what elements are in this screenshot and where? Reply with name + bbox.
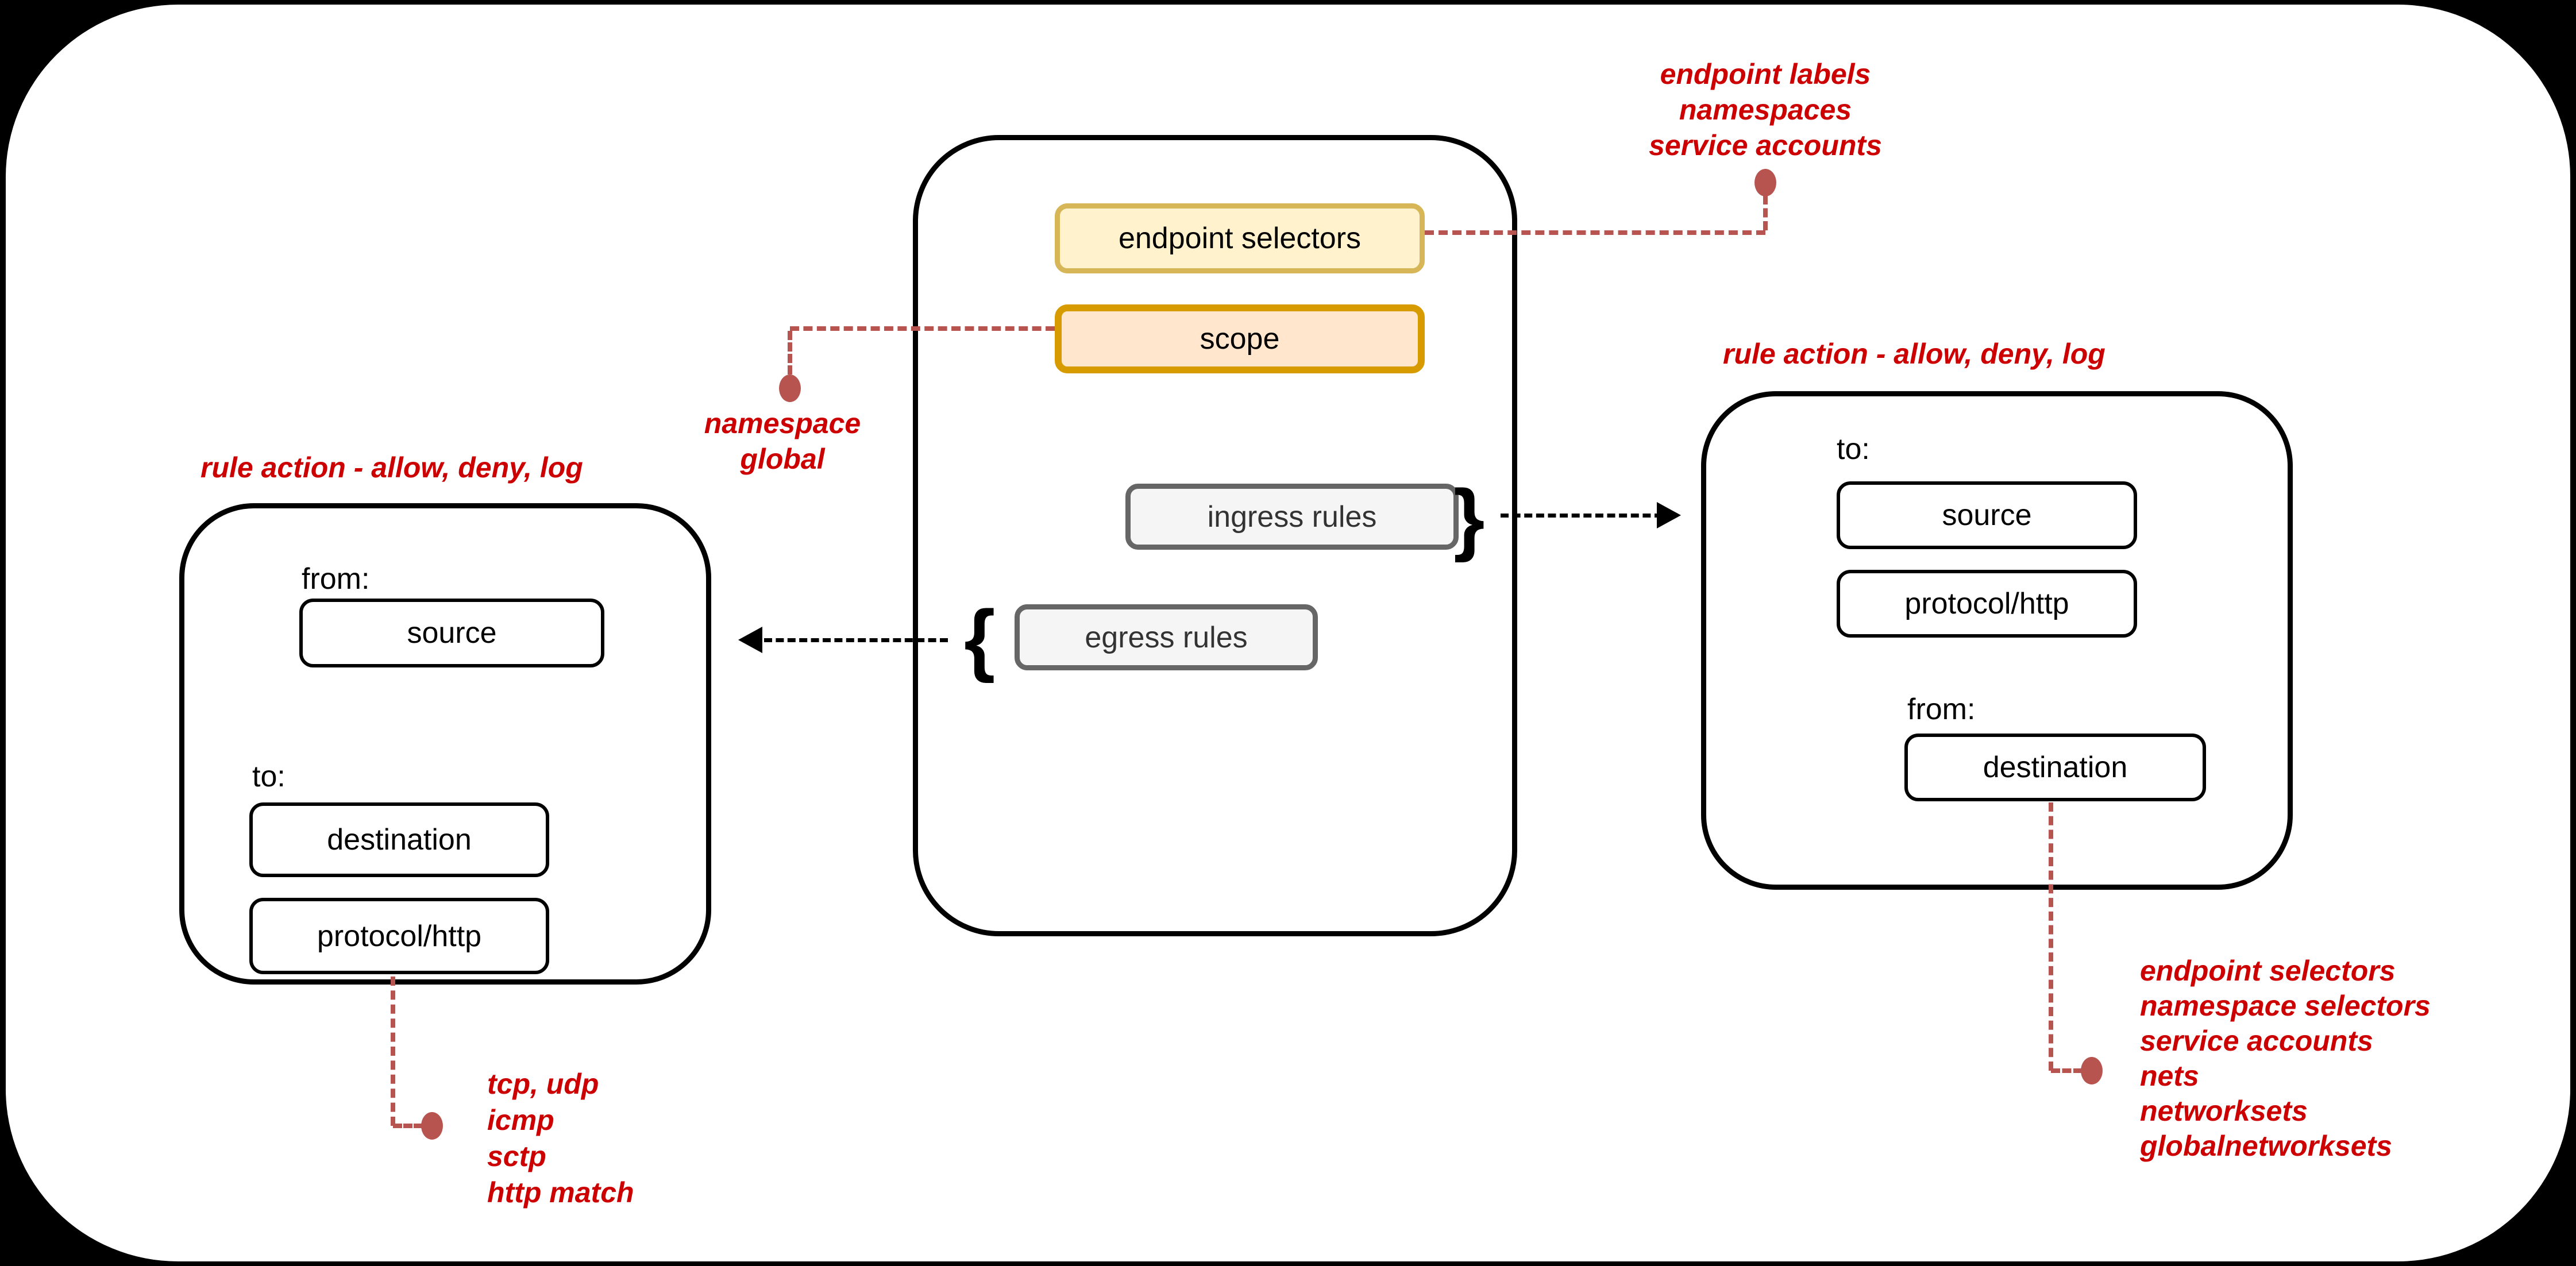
note-line: namespace: [704, 407, 861, 439]
ingress-brace: }: [1453, 473, 1485, 563]
ingress-source-box: source: [1837, 481, 2137, 549]
endpoint-selectors-note: endpoint labels namespaces service accou…: [1609, 56, 1922, 163]
egress-protocol-label: protocol/http: [317, 919, 482, 953]
endpoint-selectors-box: endpoint selectors: [1055, 203, 1425, 273]
destination-note: endpoint selectors namespace selectors s…: [2140, 954, 2431, 1164]
note-line: nets: [2140, 1060, 2199, 1092]
ingress-protocol-label: protocol/http: [1904, 587, 2069, 620]
ingress-rules-label: ingress rules: [1207, 500, 1377, 534]
scope-box: scope: [1055, 304, 1425, 373]
ingress-rules-box: ingress rules: [1125, 484, 1459, 550]
egress-rules-label: egress rules: [1085, 620, 1248, 654]
egress-to-label: to:: [252, 760, 286, 793]
note-line: globalnetworksets: [2140, 1130, 2392, 1162]
protocol-connector-v: [391, 976, 395, 1126]
ingress-to-label: to:: [1837, 433, 1870, 466]
note-line: service accounts: [1649, 129, 1882, 161]
note-line: tcp, udp: [487, 1068, 599, 1100]
destination-connector-v: [2049, 802, 2053, 1071]
ingress-arrow-line: [1501, 514, 1663, 518]
note-line: icmp: [487, 1104, 554, 1136]
ingress-destination-label: destination: [1983, 751, 2128, 784]
egress-protocol-box: protocol/http: [249, 898, 549, 974]
note-line: service accounts: [2140, 1025, 2373, 1057]
endpoint-selectors-connector-v: [1763, 195, 1768, 230]
egress-source-label: source: [407, 616, 497, 650]
ingress-arrowhead-icon: [1657, 502, 1681, 528]
note-line: sctp: [487, 1140, 546, 1172]
ingress-rule-detail-box: [1701, 391, 2293, 890]
endpoint-selectors-connector-dot: [1754, 169, 1776, 196]
scope-connector-v: [788, 331, 792, 375]
ingress-rule-action-note: rule action - allow, deny, log: [1723, 338, 2105, 370]
egress-destination-box: destination: [249, 802, 549, 877]
destination-connector-h: [2051, 1068, 2083, 1073]
note-line: endpoint labels: [1660, 58, 1871, 90]
protocol-connector-dot: [421, 1112, 443, 1140]
ingress-destination-box: destination: [1904, 734, 2206, 801]
scope-label: scope: [1200, 322, 1280, 356]
egress-source-box: source: [299, 599, 604, 667]
scope-connector-h: [790, 326, 1055, 331]
endpoint-selectors-label: endpoint selectors: [1118, 222, 1362, 255]
note-line: namespaces: [1679, 94, 1852, 126]
egress-from-label: from:: [302, 562, 370, 596]
note-line: http match: [487, 1176, 634, 1209]
destination-connector-dot: [2081, 1057, 2103, 1084]
ingress-protocol-box: protocol/http: [1837, 570, 2137, 638]
egress-rule-action-note: rule action - allow, deny, log: [200, 451, 583, 484]
protocol-connector-h: [393, 1124, 423, 1128]
note-line: networksets: [2140, 1095, 2308, 1127]
protocol-note: tcp, udp icmp sctp http match: [487, 1066, 634, 1211]
scope-note: namespace global: [661, 406, 904, 477]
note-line: namespace selectors: [2140, 990, 2431, 1022]
note-line: global: [740, 443, 825, 475]
egress-arrowhead-icon: [738, 627, 762, 653]
endpoint-selectors-connector-h: [1425, 230, 1765, 235]
scope-connector-dot: [779, 375, 801, 402]
ingress-source-label: source: [1942, 499, 2032, 532]
egress-arrow-line: [764, 638, 948, 642]
note-line: endpoint selectors: [2140, 955, 2396, 987]
ingress-from-label: from:: [1907, 693, 1976, 726]
egress-brace: {: [964, 593, 996, 684]
egress-destination-label: destination: [327, 823, 472, 856]
egress-rules-box: egress rules: [1015, 604, 1318, 670]
